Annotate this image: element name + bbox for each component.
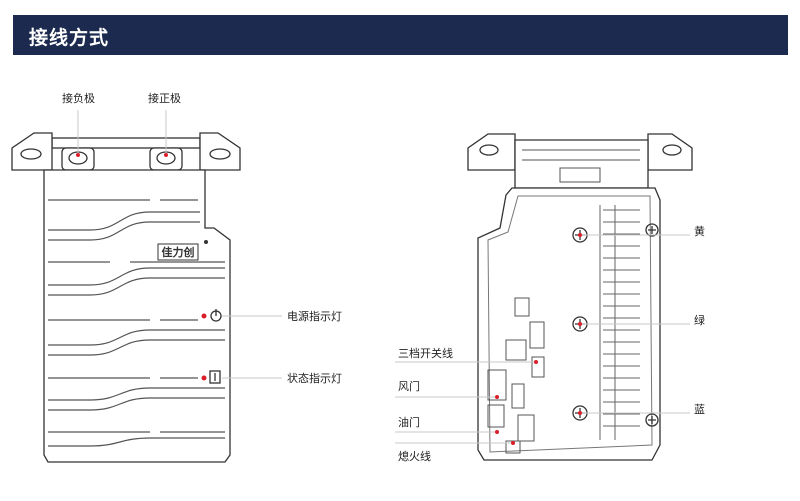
left-mount-hole [20,148,42,160]
brand-mark: 佳力创 [162,245,195,259]
body-screw-dot [204,240,208,244]
status-led-icon [209,370,221,384]
label-power-indicator: 电源指示灯 [287,309,342,323]
label-positive: 接正极 [148,91,181,105]
left-leaders [77,110,282,379]
label-air-valve: 风门 [398,379,420,393]
label-shutoff-wire: 熄火线 [398,449,431,463]
label-three-gear-switch: 三档开关线 [398,346,453,360]
controller-body [43,169,231,463]
section-header: 接线方式 [13,15,788,55]
left-controller [11,132,241,463]
left-mount-tab [11,132,53,171]
brand-plate [157,243,199,261]
power-led-dot [201,313,207,319]
label-status-indicator: 状态指示灯 [287,371,342,385]
label-oil-valve: 油门 [398,415,420,429]
right-mount-hole [209,148,231,160]
label-yellow: 黄 [694,224,705,238]
section-title: 接线方式 [29,27,110,49]
label-green: 绿 [694,313,705,327]
right-leaders [395,234,690,444]
status-led-dot [201,375,207,381]
label-blue: 蓝 [694,403,705,416]
right-circuit-board [467,133,693,461]
label-negative: 接负极 [62,91,95,105]
right-mount-tab [199,132,241,171]
